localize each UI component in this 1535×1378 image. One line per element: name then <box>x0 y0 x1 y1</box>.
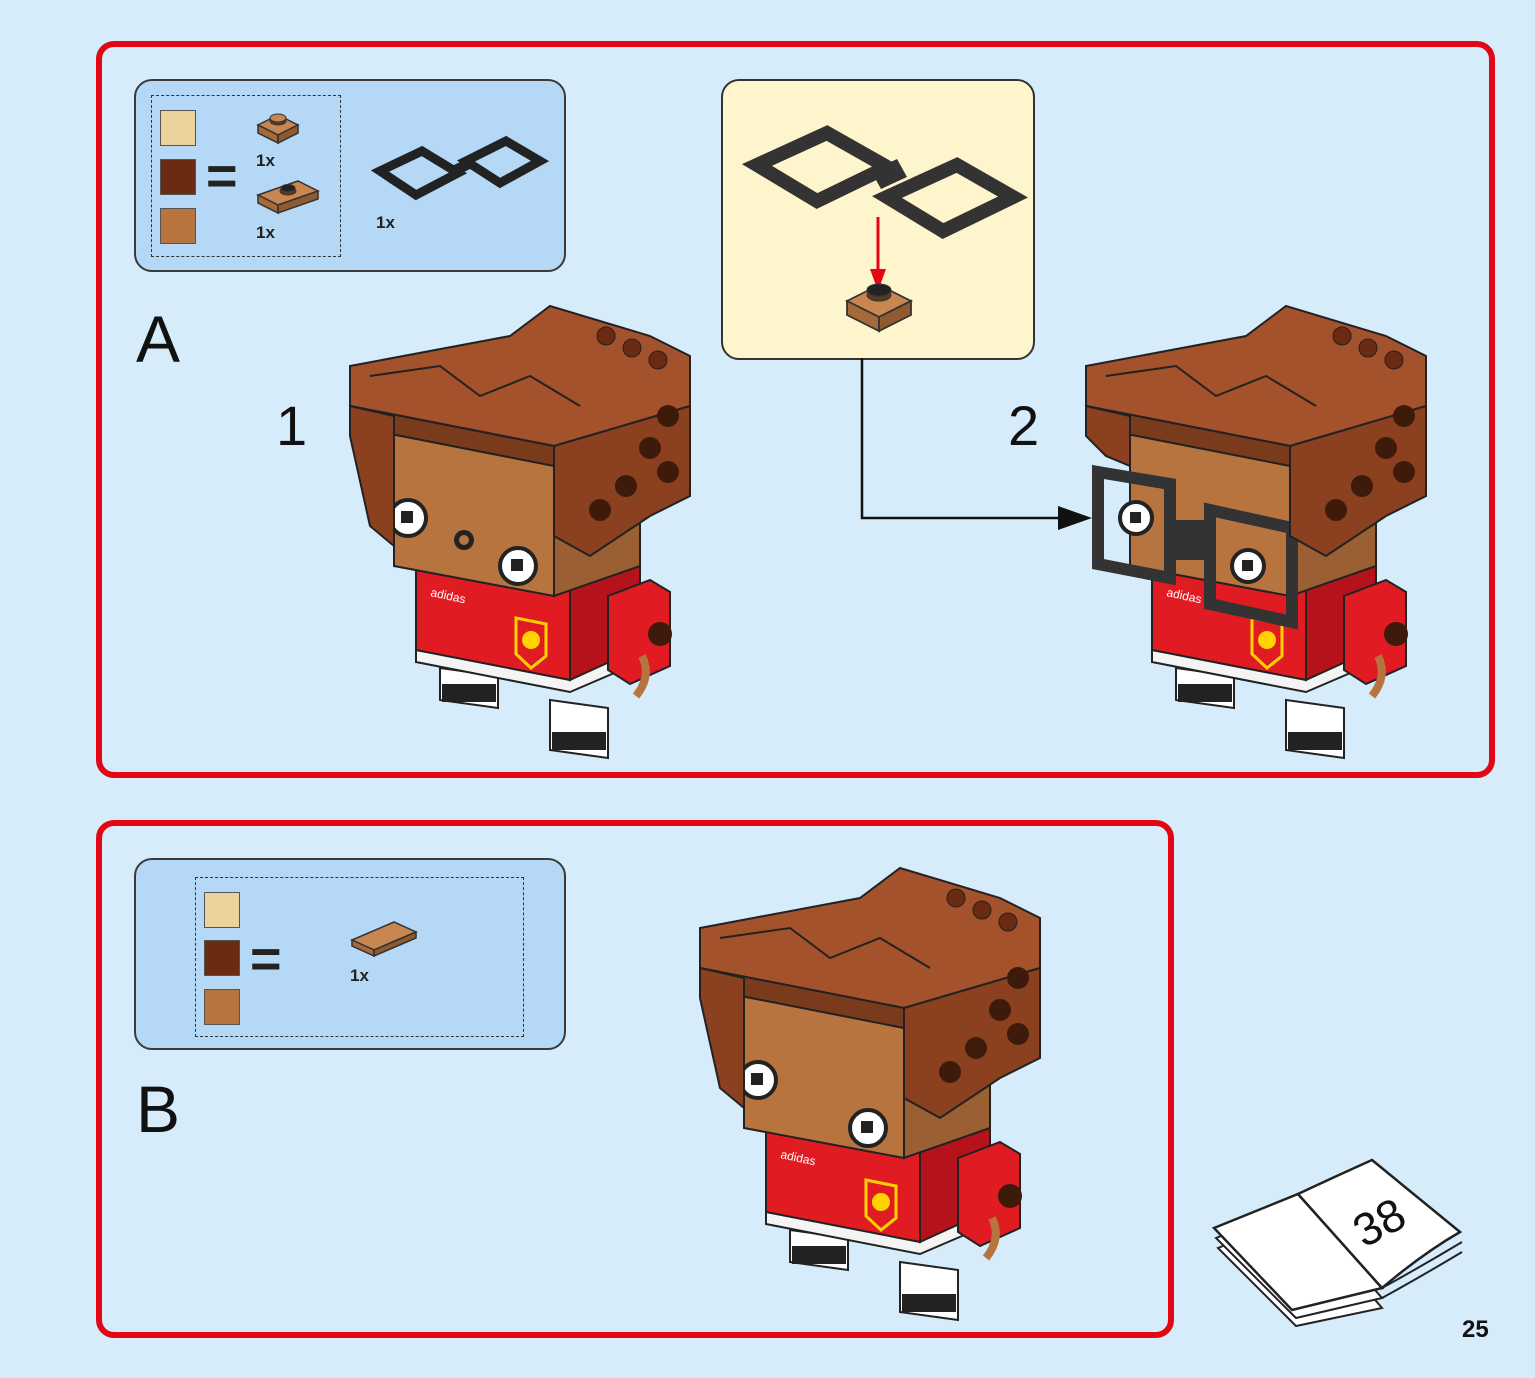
swatch-light-tan <box>204 892 240 928</box>
swatch-medium-nougat <box>160 208 196 244</box>
tile-1x2-icon <box>350 921 418 958</box>
swatch-medium-nougat <box>204 989 240 1025</box>
plate-1x2-jumper-icon <box>256 180 320 215</box>
section-letter-b: B <box>136 1072 181 1146</box>
step-number-1: 1 <box>276 394 308 457</box>
swatch-reddish-brown <box>204 940 240 976</box>
glasses-element-icon <box>370 135 550 201</box>
color-legend-b <box>195 877 524 1037</box>
color-legend-a <box>151 95 341 257</box>
parts-box-b: = 1x <box>134 858 566 1050</box>
equals-sign: = <box>206 146 238 206</box>
step-number-2: 2 <box>1008 394 1040 457</box>
plate-1x1-icon <box>256 113 300 145</box>
qty-tile-1x2: 1x <box>350 966 369 985</box>
parts-box-a: = 1x 1x 1x <box>134 79 566 272</box>
sub-assembly-callout <box>721 79 1035 360</box>
book-reference-icon: 38 <box>1211 1158 1463 1328</box>
glasses-element-icon <box>741 125 1028 239</box>
qty-plate-1x1: 1x <box>256 151 275 170</box>
equals-sign: = <box>250 929 282 989</box>
brickheadz-figure-step-1: adidas <box>349 304 691 760</box>
section-letter-a: A <box>136 302 181 376</box>
brickheadz-figure-step-2: adidas <box>1085 304 1427 760</box>
swatch-light-tan <box>160 110 196 146</box>
down-arrow-icon <box>870 217 886 291</box>
qty-plate-1x2-jumper: 1x <box>256 223 275 242</box>
page-number: 25 <box>1462 1316 1489 1343</box>
qty-glasses: 1x <box>376 213 395 232</box>
brickheadz-figure-b: adidas <box>699 866 1041 1322</box>
swatch-reddish-brown <box>160 159 196 195</box>
plate-1x1-icon <box>844 283 914 333</box>
